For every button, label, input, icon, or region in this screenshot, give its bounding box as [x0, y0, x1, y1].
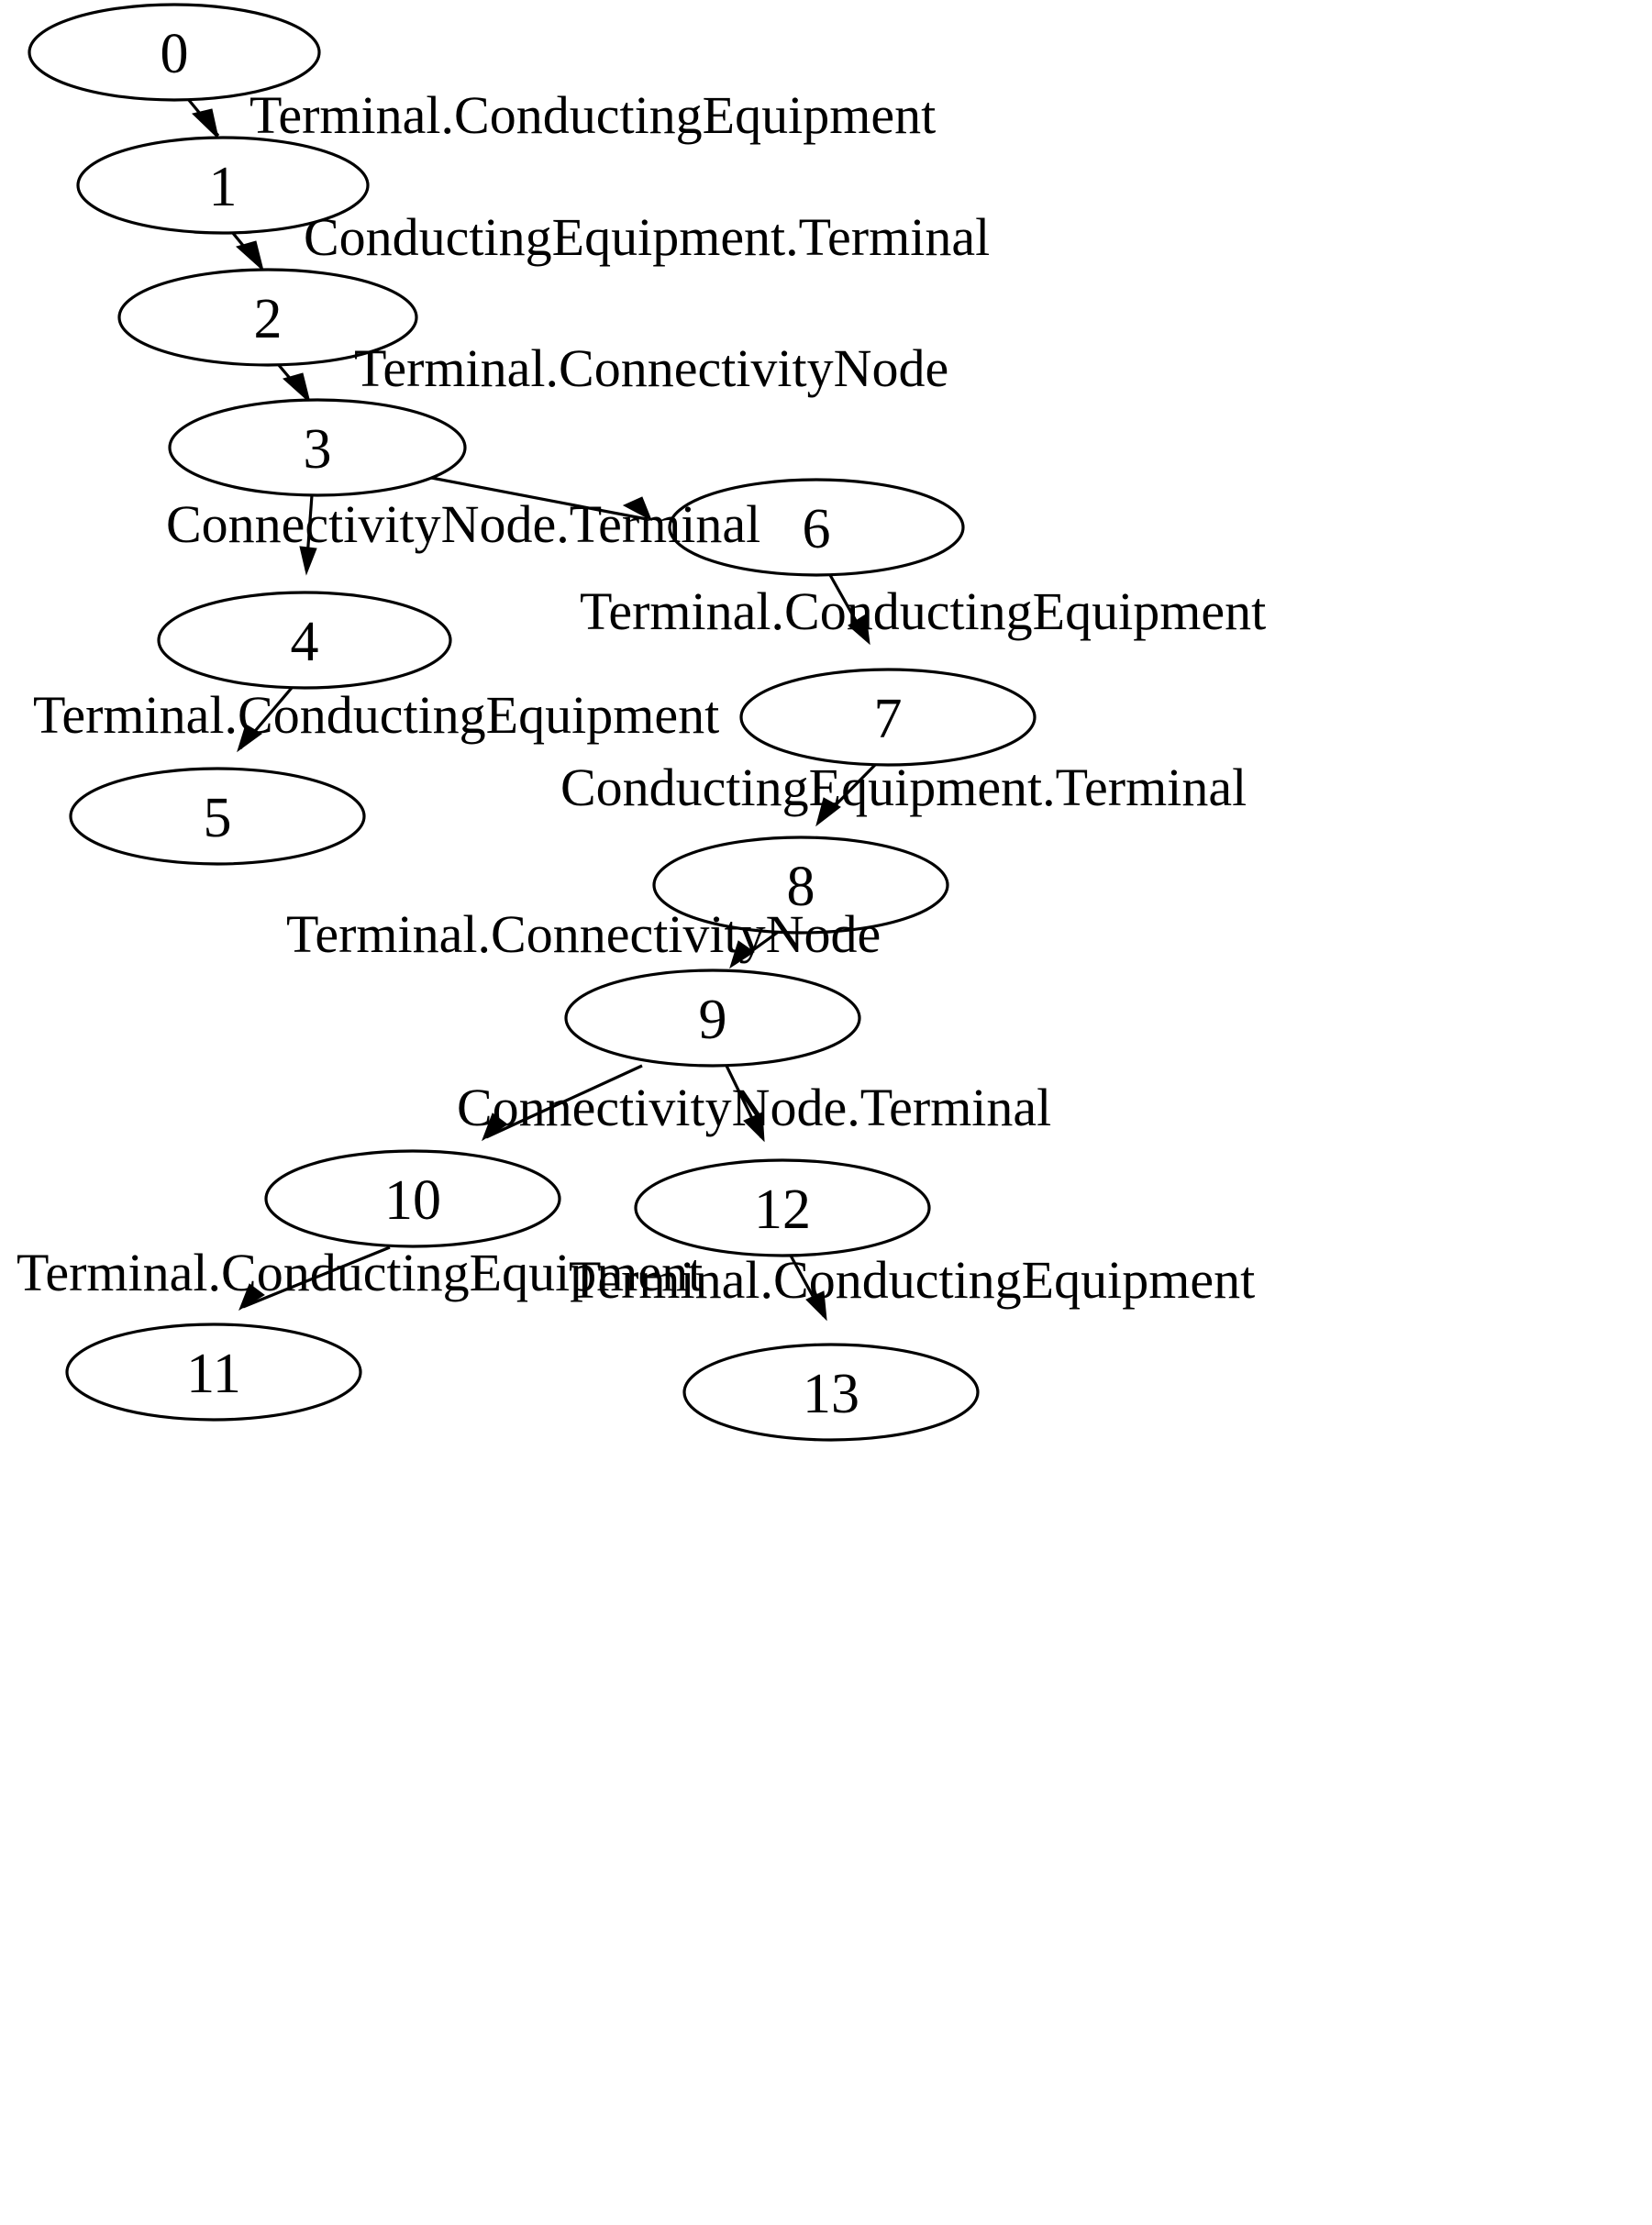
edge-label: Terminal.ConductingEquipment: [249, 85, 936, 145]
arrowhead-icon: [237, 724, 262, 753]
node-ellipse[interactable]: [28, 3, 321, 102]
node-0[interactable]: 0: [28, 3, 321, 102]
edge-1-to-2: [230, 230, 264, 272]
node-label: 10: [384, 1169, 441, 1232]
edge-line: [485, 1064, 643, 1139]
node-13[interactable]: 13: [682, 1343, 980, 1442]
edge-label: ConductingEquipment.Terminal: [304, 207, 990, 267]
node-ellipse[interactable]: [682, 1343, 980, 1442]
node-8[interactable]: 8: [652, 836, 949, 935]
arrowhead-icon: [805, 1290, 827, 1322]
arrowhead-icon: [848, 614, 870, 646]
edge-label: Terminal.ConductingEquipment: [580, 581, 1266, 641]
edge-12-to-13: [789, 1255, 827, 1322]
edge-label: Terminal.ConnectivityNode: [286, 904, 881, 964]
node-ellipse[interactable]: [157, 591, 452, 690]
edge-9-to-10: [482, 1064, 643, 1142]
node-ellipse[interactable]: [117, 268, 418, 367]
edge-2-to-3: [276, 362, 311, 404]
node-10[interactable]: 10: [264, 1149, 561, 1248]
arrowhead-icon: [299, 546, 317, 576]
node-ellipse[interactable]: [69, 767, 366, 866]
node-label: 9: [699, 989, 727, 1051]
edge-label: ConductingEquipment.Terminal: [560, 758, 1247, 817]
edge-label: Terminal.ConductingEquipment: [569, 1250, 1255, 1310]
node-ellipse[interactable]: [65, 1323, 362, 1422]
edge-3-to-4: [299, 494, 317, 576]
node-ellipse[interactable]: [634, 1158, 931, 1257]
arrowhead-icon: [729, 940, 755, 969]
node-2[interactable]: 2: [117, 268, 418, 367]
edge-7-to-8: [815, 763, 877, 827]
node-7[interactable]: 7: [739, 668, 1037, 767]
node-11[interactable]: 11: [65, 1323, 362, 1422]
node-label: 8: [787, 856, 815, 918]
edge-3-to-6: [426, 475, 652, 522]
arrowhead-icon: [815, 797, 841, 827]
node-4[interactable]: 4: [157, 591, 452, 690]
arrowhead-icon: [622, 496, 652, 522]
node-label: 3: [304, 418, 332, 481]
edge-label: Terminal.ConnectivityNode: [354, 338, 948, 398]
node-label: 12: [754, 1179, 811, 1241]
edge-labels-layer: Terminal.ConductingEquipmentConductingEq…: [17, 85, 1266, 1310]
edge-0-to-1: [186, 97, 220, 140]
edge-8-to-9: [729, 929, 781, 969]
node-ellipse[interactable]: [652, 836, 949, 935]
node-ellipse[interactable]: [564, 969, 861, 1068]
node-label: 13: [803, 1363, 859, 1425]
node-label: 4: [291, 611, 319, 673]
node-label: 6: [803, 498, 831, 560]
node-label: 11: [186, 1343, 241, 1405]
arrowhead-icon: [282, 372, 311, 404]
node-label: 5: [204, 787, 232, 849]
node-ellipse[interactable]: [76, 136, 370, 235]
edge-4-to-5: [237, 686, 294, 753]
node-label: 0: [161, 23, 189, 85]
arrowhead-icon: [235, 240, 264, 272]
node-1[interactable]: 1: [76, 136, 370, 235]
node-12[interactable]: 12: [634, 1158, 931, 1257]
edge-label: ConnectivityNode.Terminal: [166, 494, 760, 554]
node-6[interactable]: 6: [668, 478, 965, 577]
edge-line: [242, 1245, 391, 1309]
node-ellipse[interactable]: [739, 668, 1037, 767]
node-9[interactable]: 9: [564, 969, 861, 1068]
edges-layer: [186, 97, 877, 1322]
node-label: 1: [209, 156, 238, 218]
edge-10-to-11: [238, 1245, 391, 1312]
arrowhead-icon: [191, 108, 219, 140]
arrowhead-icon: [482, 1112, 508, 1142]
node-ellipse[interactable]: [264, 1149, 561, 1248]
edge-label: ConnectivityNode.Terminal: [457, 1078, 1051, 1137]
node-3[interactable]: 3: [168, 398, 467, 497]
node-ellipse[interactable]: [668, 478, 965, 577]
node-label: 7: [874, 688, 903, 750]
edge-label: Terminal.ConductingEquipment: [17, 1243, 703, 1302]
node-5[interactable]: 5: [69, 767, 366, 866]
edge-label: Terminal.ConductingEquipment: [33, 685, 719, 745]
node-ellipse[interactable]: [168, 398, 467, 497]
arrowhead-icon: [743, 1112, 765, 1143]
arrowhead-icon: [238, 1283, 265, 1312]
edge-6-to-7: [828, 574, 870, 646]
edge-line: [426, 475, 648, 521]
node-label: 2: [254, 288, 283, 350]
edge-9-to-12: [725, 1065, 765, 1143]
